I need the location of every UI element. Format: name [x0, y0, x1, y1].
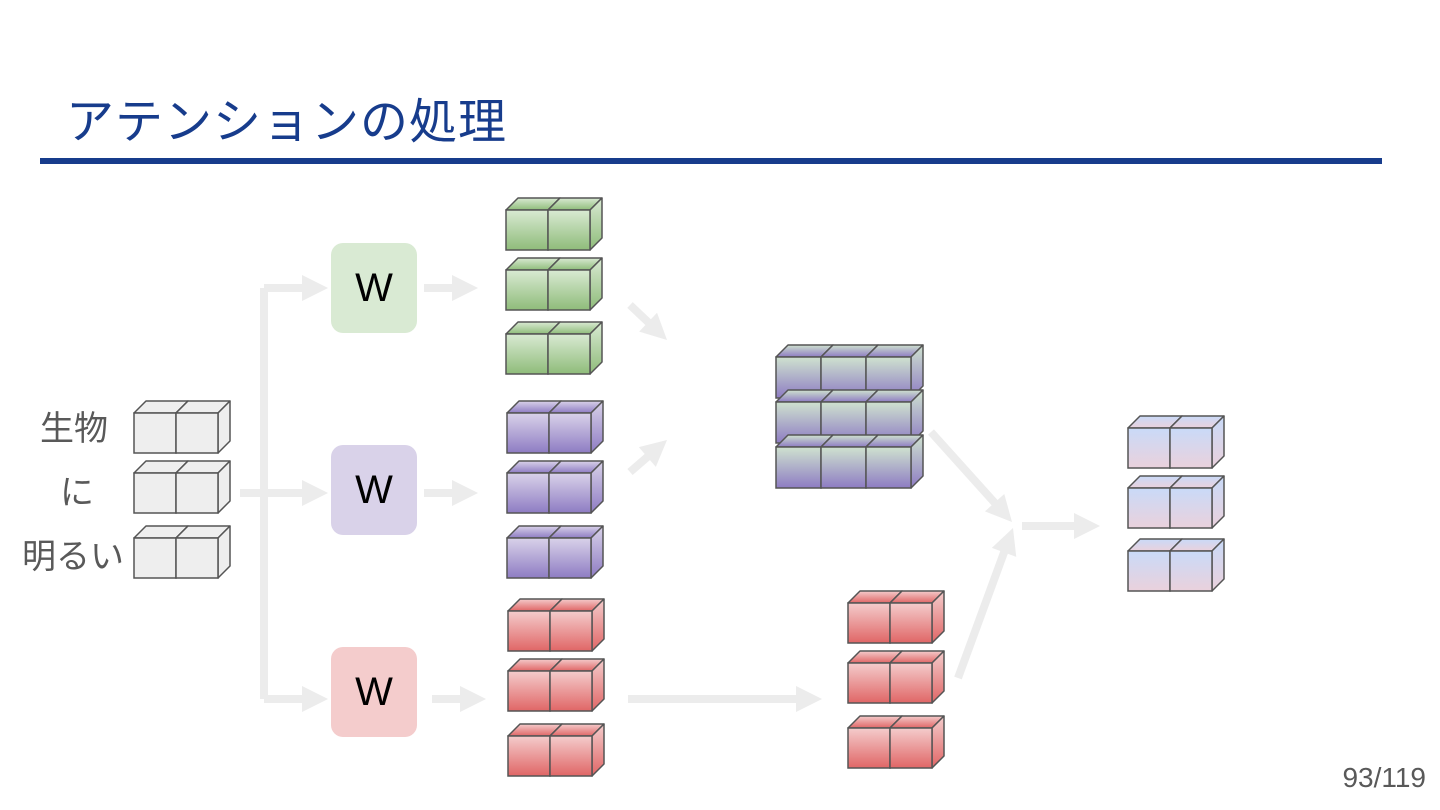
cube-front — [506, 412, 550, 454]
arrow-wv-to-value-head — [460, 686, 486, 712]
arrow-copy-to-combine-shaft — [954, 545, 1010, 680]
arrow-query-to-matrix-head — [639, 312, 667, 340]
cube-front — [507, 735, 551, 777]
arrow-wk-to-key-head — [452, 480, 478, 506]
value-vector-3-cell-2 — [549, 723, 605, 777]
output-vector-1-cell-2 — [1169, 415, 1225, 469]
value-vector-1-cell-2 — [549, 598, 605, 652]
cube-front — [847, 602, 891, 644]
weight-box-key: W — [331, 445, 417, 535]
input-vector-1-cell-2 — [175, 400, 231, 454]
query-vector-1-cell-2 — [547, 197, 603, 251]
branch-mid-head — [302, 480, 328, 506]
cube-front — [1169, 427, 1213, 469]
title-underline — [40, 158, 1382, 164]
cubes-layer — [133, 197, 1225, 777]
arrow-key-to-matrix-head — [638, 440, 667, 467]
cube-front — [889, 602, 933, 644]
cube-front — [175, 472, 219, 514]
cube-front — [507, 610, 551, 652]
cube-front — [1127, 487, 1171, 529]
cube-front — [547, 269, 591, 311]
cube-front — [507, 670, 551, 712]
cube-front — [548, 472, 592, 514]
input-vector-2-cell-2 — [175, 460, 231, 514]
cube-front — [889, 727, 933, 769]
cube-front — [847, 662, 891, 704]
arrow-copy-to-combine-head — [991, 528, 1017, 557]
branch-bottom-head — [302, 686, 328, 712]
arrow-value-to-copy-head — [796, 686, 822, 712]
weight-box-query: W — [331, 243, 417, 333]
slide-title: アテンションの処理 — [66, 94, 508, 150]
cube-front — [549, 670, 593, 712]
cube-front — [133, 537, 177, 579]
input-vector-3-cell-2 — [175, 525, 231, 579]
cube-front — [1127, 550, 1171, 592]
page-number: 93/119 — [1342, 762, 1426, 793]
cube-front — [549, 735, 593, 777]
cube-front — [505, 269, 549, 311]
output-vector-3-cell-2 — [1169, 538, 1225, 592]
cube-front — [1169, 487, 1213, 529]
input-word-3: 明るい — [22, 537, 124, 577]
cube-front — [506, 472, 550, 514]
cube-front — [775, 446, 822, 489]
cube-front — [505, 209, 549, 251]
input-word-2: に — [60, 473, 94, 513]
cube-front — [133, 472, 177, 514]
weight-box-value: W — [331, 647, 417, 737]
cube-front — [1127, 427, 1171, 469]
value-copy-3-cell-2 — [889, 715, 945, 769]
arrows-layer — [240, 275, 1100, 712]
key-vector-3-cell-2 — [548, 525, 604, 579]
arrow-wq-to-query-head — [452, 275, 478, 301]
cube-front — [820, 446, 867, 489]
cube-front — [547, 333, 591, 375]
arrow-matrix-to-combine-head — [984, 493, 1012, 522]
attention-matrix-r3c3 — [865, 434, 924, 489]
cube-front — [549, 610, 593, 652]
cube-front — [548, 537, 592, 579]
arrow-matrix-to-combine-shaft — [928, 429, 1002, 510]
value-vector-3-cell-1 — [507, 723, 563, 777]
cube-front — [1169, 550, 1213, 592]
value-copy-2-cell-2 — [889, 650, 945, 704]
output-vector-2-cell-2 — [1169, 475, 1225, 529]
cube-front — [506, 537, 550, 579]
input-word-1: 生物 — [40, 409, 108, 449]
cube-front — [175, 537, 219, 579]
value-vector-2-cell-2 — [549, 658, 605, 712]
arrow-combine-to-output-head — [1074, 513, 1100, 539]
cube-front — [548, 412, 592, 454]
cube-front — [889, 662, 933, 704]
query-vector-3-cell-2 — [547, 321, 603, 375]
cube-front — [505, 333, 549, 375]
cube-front — [865, 446, 912, 489]
cube-front — [547, 209, 591, 251]
value-copy-1-cell-2 — [889, 590, 945, 644]
cube-front — [175, 412, 219, 454]
branch-top-head — [302, 275, 328, 301]
attention-matrix-r3c1 — [775, 434, 834, 489]
query-vector-2-cell-2 — [547, 257, 603, 311]
cube-front — [133, 412, 177, 454]
cube-front — [847, 727, 891, 769]
key-vector-2-cell-2 — [548, 460, 604, 514]
key-vector-1-cell-2 — [548, 400, 604, 454]
